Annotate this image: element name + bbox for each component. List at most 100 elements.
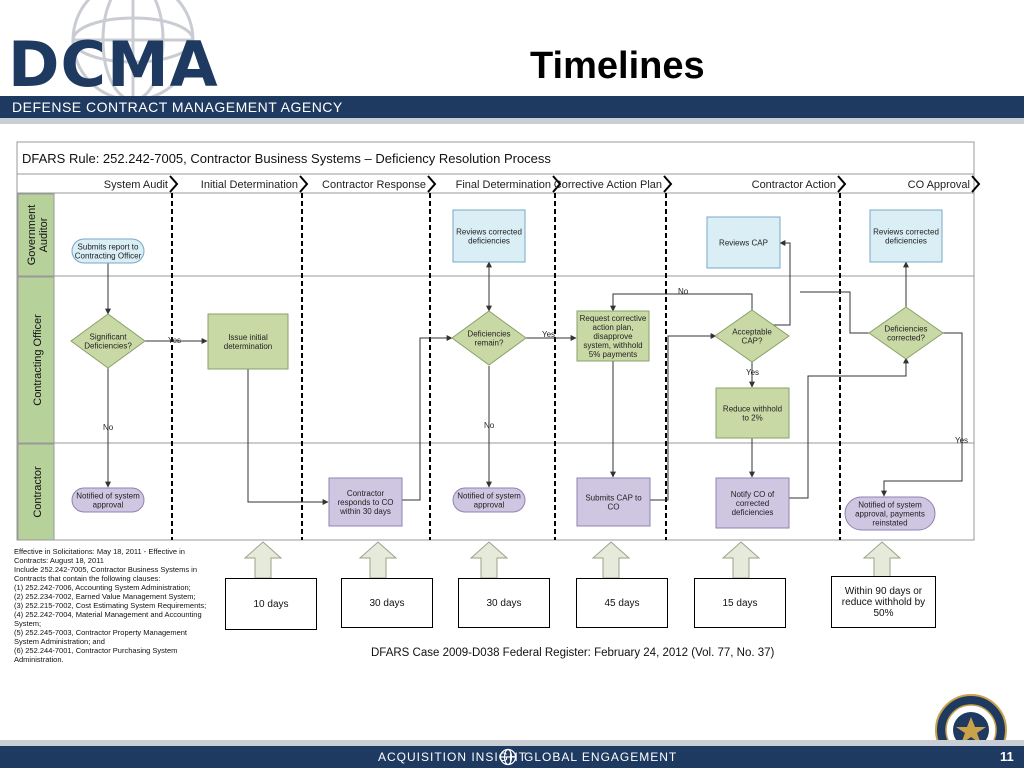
up-arrow-icon	[358, 541, 398, 579]
label-yes-4: Yes	[955, 436, 968, 445]
node-label: deficiencies	[732, 508, 774, 517]
phase-header: Corrective Action Plan	[554, 179, 662, 191]
note-line: (5) 252.245-7003, Contractor Property Ma…	[14, 628, 188, 637]
note-line: System;	[14, 619, 42, 628]
node-label: within 30 days	[339, 507, 391, 516]
chevron-right-icon	[663, 175, 673, 193]
node-label: Notified of system	[858, 501, 922, 510]
chevron-right-icon	[169, 175, 179, 193]
up-arrow-icon	[862, 541, 902, 579]
phase-header: Contractor Response	[322, 179, 426, 191]
label-no-1: No	[103, 423, 114, 432]
node-label: Notify CO of	[731, 490, 775, 499]
node-label: Submits CAP to	[585, 494, 642, 503]
node-label: remain?	[475, 339, 504, 348]
footer-divider	[0, 740, 1024, 746]
node-label: Significant	[90, 333, 128, 342]
up-arrow-icon	[721, 541, 761, 579]
lane-contractor	[17, 443, 55, 541]
globe-logo-icon	[71, 0, 195, 96]
node-label: to 2%	[742, 414, 762, 423]
header-divider	[0, 118, 1024, 124]
chevron-right-icon	[971, 175, 981, 193]
node-label: Deficiencies	[467, 330, 510, 339]
up-arrow-icon	[591, 541, 631, 579]
phase-header: Final Determination	[456, 179, 551, 191]
edge-reviews-cap	[773, 240, 791, 326]
node-label: approval	[93, 501, 124, 510]
note-line: (3) 252.215-7002, Cost Estimating System…	[14, 601, 207, 610]
chevron-right-icon	[427, 175, 437, 193]
node-label: approval, payments	[855, 510, 925, 519]
phase-header: Initial Determination	[201, 179, 298, 191]
chevron-right-icon	[837, 175, 847, 193]
node-label: Reviews corrected	[873, 228, 939, 237]
label-yes-1: Yes	[168, 336, 181, 345]
node-label: Acceptable	[732, 328, 772, 337]
footer-tagline-right: GLOBAL ENGAGEMENT	[524, 750, 678, 764]
timeline-box: 30 days	[341, 578, 433, 628]
note-line: (1) 252.242-7006, Accounting System Admi…	[14, 583, 191, 592]
node-label: approval	[474, 501, 505, 510]
node-label: Reviews corrected	[456, 228, 522, 237]
node-label: Deficiencies?	[84, 342, 132, 351]
chevron-right-icon	[552, 175, 562, 193]
note-line: System Administration; and	[14, 637, 105, 646]
note-line: Administration.	[14, 655, 64, 664]
node-label: Issue initial	[228, 333, 268, 342]
node-label: Notified of system	[76, 492, 140, 501]
dcma-logo: DCMA	[8, 28, 219, 101]
up-arrow-icon	[469, 541, 509, 579]
note-line: (6) 252.244-7001, Contractor Purchasing …	[14, 646, 178, 655]
label-no-3: No	[678, 287, 689, 296]
node-label: disapprove	[593, 332, 633, 341]
edge-submit-to-acceptable	[650, 333, 717, 501]
note-line: Effective in Solicitations: May 18, 2011…	[14, 547, 185, 556]
node-label: Notified of system	[457, 492, 521, 501]
up-arrow-icon	[243, 541, 283, 579]
note-line: Contracts: August 18, 2011	[14, 556, 104, 565]
federal-register-note: DFARS Case 2009-D038 Federal Register: F…	[371, 647, 775, 659]
edge-notify-to-corrected	[789, 357, 909, 499]
node-label: CAP?	[742, 337, 763, 346]
lane-label-gov-2: Auditor	[38, 217, 50, 252]
lane-contracting-officer	[17, 276, 55, 444]
timeline-box: 30 days	[458, 578, 550, 628]
node-label: Submits report to	[78, 243, 139, 252]
timeline-box: 45 days	[576, 578, 668, 628]
node-label: deficiencies	[885, 237, 927, 246]
node-label: responds to CO	[337, 498, 393, 507]
lane-label-co: Contracting Officer	[32, 314, 44, 406]
timeline-box: 15 days	[694, 578, 786, 628]
edge-yes-approval	[881, 332, 963, 497]
agency-bar	[0, 96, 1024, 118]
footer-globe-icon	[499, 748, 517, 766]
phase-header: System Audit	[104, 179, 168, 191]
node-label: deficiencies	[468, 237, 510, 246]
node-label: corrected?	[887, 334, 925, 343]
note-line: (4) 252.242-7004, Material Management an…	[14, 610, 202, 619]
edge-no-back	[800, 291, 870, 334]
chevron-right-icon	[299, 175, 309, 193]
timeline-box: Within 90 days or reduce withhold by 50%	[831, 576, 936, 628]
edge-initial-to-response	[247, 369, 329, 505]
phase-header: Contractor Action	[752, 179, 836, 191]
effective-notes: Effective in Solicitations: May 18, 2011…	[14, 547, 226, 664]
node-label: corrected	[736, 499, 769, 508]
node-label: action plan,	[593, 323, 634, 332]
